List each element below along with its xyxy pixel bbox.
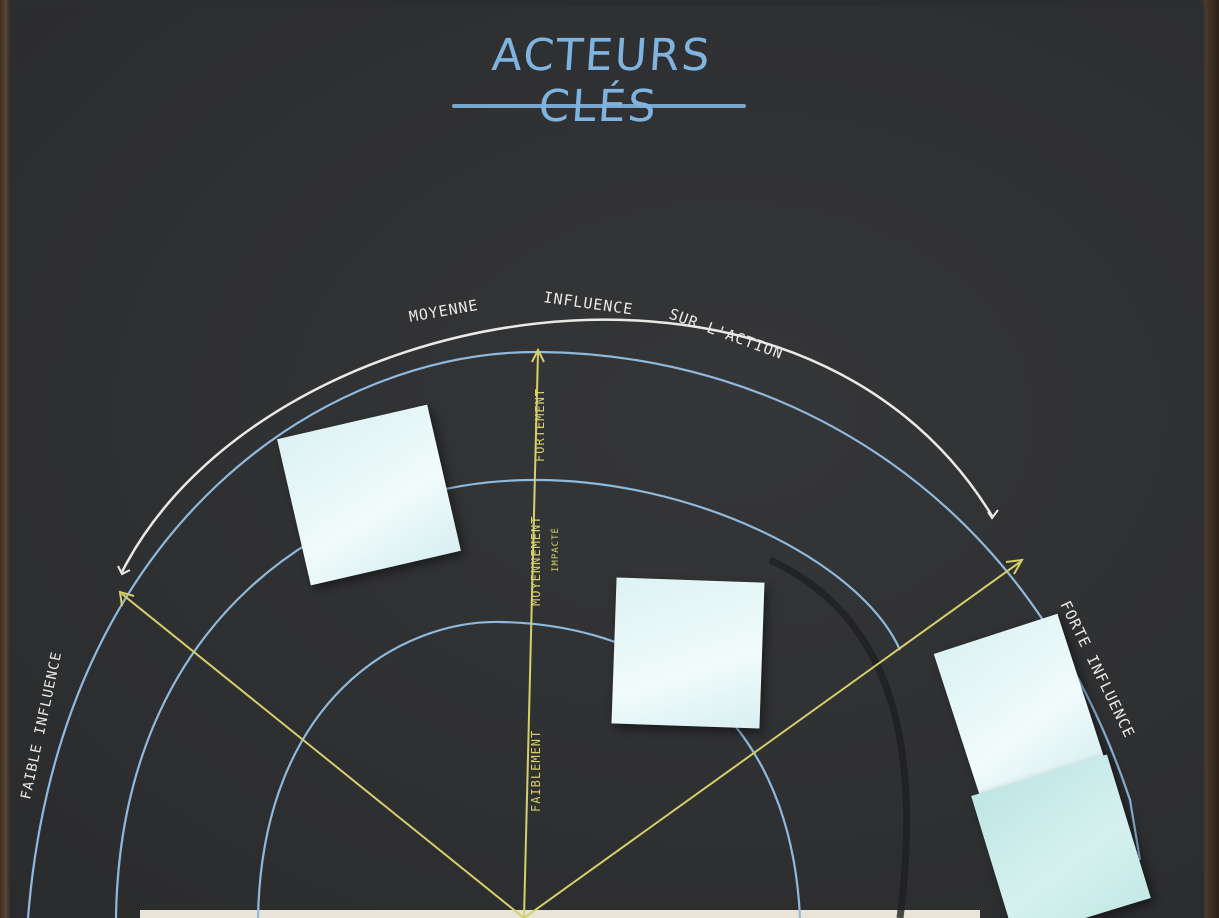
yellow-right-axis [523,561,1021,918]
yellow-vertical-arrowhead [531,347,545,363]
label-influence: INFLUENCE [542,288,634,318]
yellow-right-arrowhead [1005,558,1024,575]
white-influence-arc [120,318,994,573]
label-moyennement: MOYENNEMENT [529,516,543,606]
label-moyenne: MOYENNE [408,296,480,326]
blue-middle-arc [114,478,902,918]
label-sur-laction: SUR L'ACTION [667,305,786,363]
white-arc-left-tick [117,565,131,576]
yellow-left-axis [121,593,525,918]
dark-smudge-arc [768,556,911,918]
sticky-note[interactable] [611,577,765,729]
title-underline [452,104,746,108]
label-fortement: FORTEMENT [533,388,547,462]
blue-outer-arc [26,350,1142,918]
white-arc-right-tick [987,509,999,520]
label-faible-influence: FAIBLE INFLUENCE [18,650,65,801]
yellow-vertical-axis [523,351,539,918]
label-faiblement: FAIBLEMENT [529,730,543,812]
label-impacte: IMPACTÉ [549,527,561,572]
floor-strip [140,910,980,918]
yellow-left-arrowhead [118,590,135,607]
